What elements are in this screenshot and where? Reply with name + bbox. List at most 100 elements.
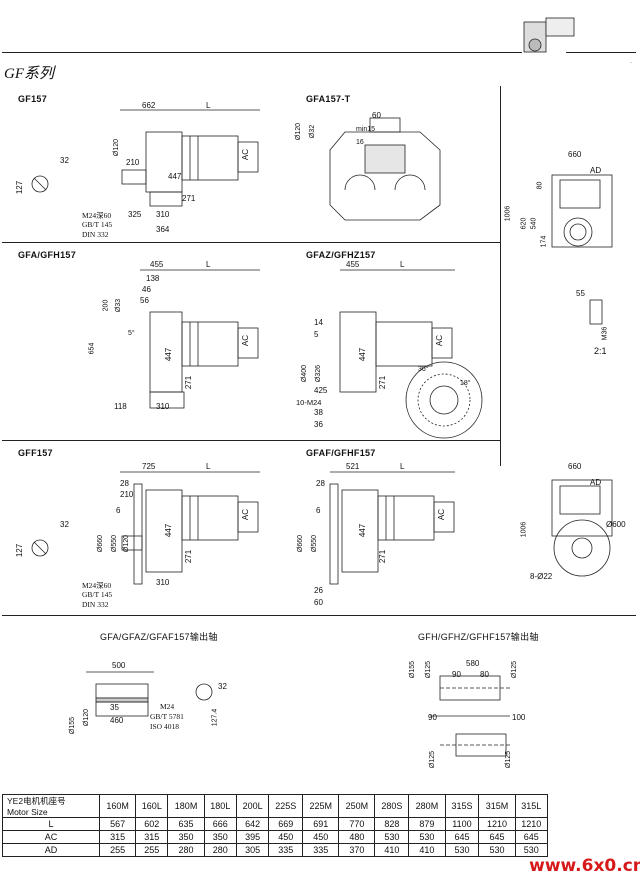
dim-gfaz-36: 36 bbox=[314, 420, 323, 429]
dim-gfah-angle: 5° bbox=[128, 330, 135, 337]
row-label: AD bbox=[2, 843, 100, 857]
header-rule bbox=[2, 52, 522, 53]
gff-std-1: M24深60 bbox=[82, 581, 112, 590]
dim-gfat-phi32: Ø32 bbox=[309, 124, 317, 139]
dim-side-174: 174 bbox=[540, 235, 548, 248]
dim-gfhout-phi155: Ø155 bbox=[409, 660, 417, 679]
motor-size-table: YE2电机机座号 Motor Size 160M 160L 180M 180L … bbox=[2, 794, 549, 857]
row-label: L bbox=[2, 817, 100, 831]
dim-gfaz-455: 455 bbox=[346, 260, 360, 269]
gff-std-3: DIN 332 bbox=[82, 600, 109, 609]
size-cell: 280S bbox=[374, 794, 410, 818]
dim-side2-phi600: Ø600 bbox=[606, 520, 626, 529]
side-view-1-drawing bbox=[551, 174, 613, 325]
dim-gff-310: 310 bbox=[156, 578, 170, 587]
dim-gfhout-90: 90 bbox=[452, 670, 461, 679]
dim-gff-210: 210 bbox=[120, 490, 134, 499]
dim-gfhout-phi125-d: Ø125 bbox=[505, 750, 513, 769]
dim-gfah-phi33: Ø33 bbox=[115, 298, 123, 313]
gfaz-gfhz157-drawing bbox=[339, 269, 483, 439]
dim-gfhout-phi125-b: Ø125 bbox=[511, 660, 519, 679]
dim-gf-AC: AC bbox=[241, 148, 251, 161]
dim-gff-phi550: Ø550 bbox=[111, 534, 119, 553]
dim-gff-28: 28 bbox=[120, 479, 129, 488]
dim-gfah-654: 654 bbox=[88, 342, 96, 355]
side-view-2-drawing bbox=[551, 479, 613, 577]
dim-gfaz-AC: AC bbox=[435, 334, 445, 347]
dim-side2-AD: AD bbox=[590, 478, 602, 487]
dim-gfhout-phi125-c: Ø125 bbox=[429, 750, 437, 769]
dim-gfhout-80: 80 bbox=[480, 670, 489, 679]
dim-gfah-L: L bbox=[206, 260, 211, 269]
dim-gf-210: 210 bbox=[126, 158, 140, 167]
dim-gfat-min15: min15 bbox=[356, 126, 376, 133]
gf-std-3: DIN 332 bbox=[82, 230, 109, 239]
table-row-AC: AC 315 315 350 350 395 450 450 480 530 5… bbox=[2, 830, 549, 844]
dim-gfaout-phi155: Ø155 bbox=[69, 716, 77, 735]
dim-gfaz-5: 5 bbox=[314, 330, 319, 339]
dim-gfah-56: 56 bbox=[140, 296, 149, 305]
dim-gfah-118: 118 bbox=[114, 402, 127, 411]
dim-gf-662: 662 bbox=[142, 101, 156, 110]
section-title-gff157: GFF157 bbox=[18, 448, 53, 458]
dim-side2-1006: 1006 bbox=[520, 521, 528, 538]
dim-gfaout-32: 32 bbox=[218, 682, 227, 691]
dim-gfhout-90b: 90 bbox=[428, 713, 437, 722]
size-cell: 315S bbox=[444, 794, 480, 818]
dim-gfhout-580: 580 bbox=[466, 659, 480, 668]
gfaout-iso: ISO 4018 bbox=[150, 722, 179, 731]
dim-gff-32: 32 bbox=[60, 520, 69, 529]
size-cell: 180L bbox=[203, 794, 237, 818]
dim-gfaf-60: 60 bbox=[314, 598, 323, 607]
section-title-gfaz-gfhz157: GFAZ/GFHZ157 bbox=[306, 250, 376, 260]
dim-gff-725: 725 bbox=[142, 462, 156, 471]
gf157-drawing bbox=[31, 109, 260, 207]
gf-std-1: M24深60 bbox=[82, 211, 112, 220]
dim-gfah-455: 455 bbox=[150, 260, 164, 269]
dim-side-55: 55 bbox=[576, 289, 585, 298]
dim-gfah-271: 271 bbox=[184, 375, 194, 390]
gfa-output-shaft-drawing bbox=[86, 671, 213, 717]
dim-gff-127: 127 bbox=[15, 543, 25, 558]
dim-side-1006: 1006 bbox=[504, 205, 512, 222]
dim-gfaz-425: 425 bbox=[314, 386, 328, 395]
dim-gff-271: 271 bbox=[184, 549, 194, 564]
dim-gfaz-m24: 10-M24 bbox=[296, 398, 322, 407]
dim-gfah-138: 138 bbox=[146, 274, 160, 283]
row-label: AC bbox=[2, 830, 100, 844]
dim-gfaf-28: 28 bbox=[316, 479, 325, 488]
size-cell: 225M bbox=[302, 794, 340, 818]
gfa157-t-drawing bbox=[329, 117, 441, 221]
table-row-L: L 567 602 635 666 642 669 691 770 828 87… bbox=[2, 817, 549, 831]
section-title-gfa157-t: GFA157-T bbox=[306, 94, 351, 104]
dim-gfat-16: 16 bbox=[356, 139, 364, 146]
section-title-gfaf-gfhf157: GFAF/GFHF157 bbox=[306, 448, 376, 458]
dim-gff-phi120: Ø120 bbox=[123, 534, 131, 553]
dim-gfaf-6: 6 bbox=[316, 506, 321, 515]
dim-side2-660: 660 bbox=[568, 462, 582, 471]
dim-gfaf-L: L bbox=[400, 462, 405, 471]
gfa-gfh157-drawing bbox=[140, 269, 260, 409]
dim-gf-447: 447 bbox=[168, 172, 182, 181]
dim-gf-271: 271 bbox=[182, 194, 196, 203]
section-title-gf157: GF157 bbox=[18, 94, 48, 104]
gfaout-m24: M24 bbox=[160, 702, 175, 711]
dim-gfah-AC: AC bbox=[241, 334, 251, 347]
size-cell: 160M bbox=[98, 794, 137, 818]
dim-gf-325: 325 bbox=[128, 210, 142, 219]
dim-gfaout-35: 35 bbox=[110, 703, 119, 712]
dim-gfaout-500: 500 bbox=[112, 661, 126, 670]
section-title-gfa-output-shaft: GFA/GFAZ/GFAF157输出轴 bbox=[100, 632, 218, 642]
dim-gfaout-phi120: Ø120 bbox=[83, 708, 91, 727]
size-cell: 315M bbox=[478, 794, 516, 818]
size-cell: 315L bbox=[514, 794, 549, 818]
dim-gfaf-phi660: Ø660 bbox=[297, 534, 305, 553]
dim-gfaz-38: 38 bbox=[314, 408, 323, 417]
size-cell: 225S bbox=[268, 794, 304, 818]
dim-gf-32: 32 bbox=[60, 156, 69, 165]
watermark-logo: www.6x0.cn bbox=[529, 856, 640, 876]
gfaf-gfhf157-drawing bbox=[329, 471, 455, 585]
section-title-gfh-output-shaft: GFH/GFHZ/GFHF157输出轴 bbox=[418, 632, 539, 642]
size-cell: 200L bbox=[235, 794, 270, 818]
size-cell: 180M bbox=[167, 794, 205, 818]
